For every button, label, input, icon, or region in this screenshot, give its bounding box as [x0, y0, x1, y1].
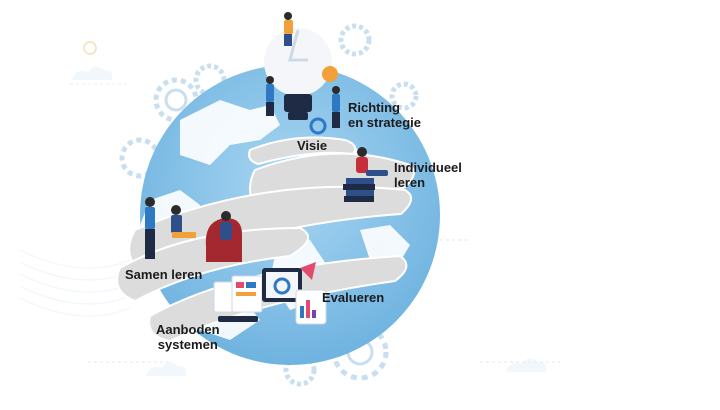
lightbulb-icon	[264, 28, 338, 135]
label-aanboden-line2: systemen	[157, 337, 218, 352]
label-evalueren: Evalueren	[322, 290, 384, 305]
label-richting: Richting en strategie	[348, 100, 421, 130]
label-richting-line2: en strategie	[348, 115, 421, 130]
cloud-icon	[72, 66, 113, 80]
people-visie	[266, 12, 340, 128]
label-individueel: Individueel leren	[394, 160, 462, 190]
rocket-icon	[300, 262, 316, 280]
label-evalueren-text: Evalueren	[322, 290, 385, 305]
label-aanboden: Aanboden systemen	[156, 322, 220, 352]
cloud-icon	[506, 358, 547, 372]
label-samen-text: Samen leren	[125, 267, 203, 282]
people-samen	[145, 197, 242, 262]
label-richting-line1: Richting	[348, 100, 400, 115]
label-visie: Visie	[297, 138, 327, 153]
background-decoration	[19, 41, 560, 376]
monitor-icon	[213, 268, 302, 322]
label-aanboden-line1: Aanboden	[156, 322, 220, 337]
chart-icon	[295, 262, 327, 325]
label-visie-text: Visie	[297, 138, 328, 153]
label-samen: Samen leren	[125, 267, 202, 282]
books-icon	[343, 147, 388, 202]
label-individueel-line2: leren	[394, 175, 426, 190]
cloud-icon	[146, 362, 187, 376]
label-individueel-line1: Individueel	[394, 160, 462, 175]
